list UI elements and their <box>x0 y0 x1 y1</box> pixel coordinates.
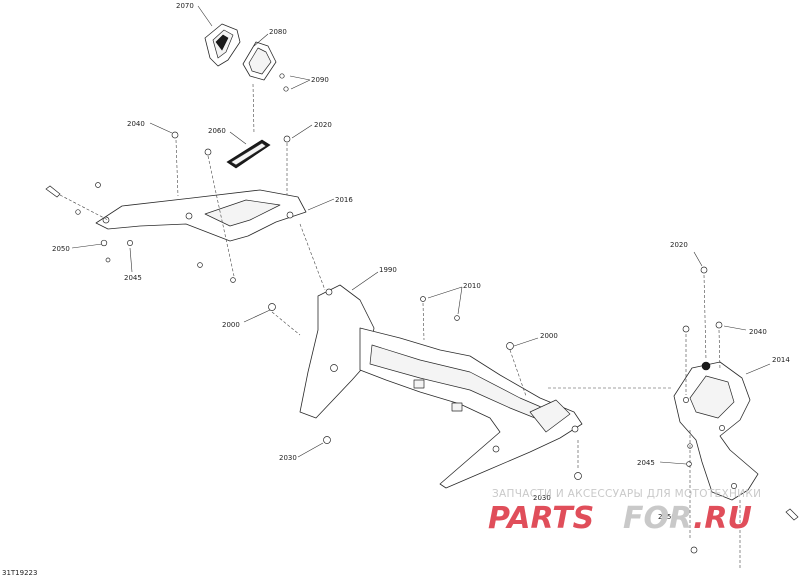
callout-2060: 2060 <box>208 127 226 135</box>
callout-1990: 1990 <box>379 266 397 274</box>
callout-2014: 2014 <box>772 356 790 364</box>
watermark-brand-parts: PARTS <box>488 501 594 536</box>
callout-2000: 2000 <box>540 332 558 340</box>
hardware-center <box>268 296 582 480</box>
callout-2090: 2090 <box>311 76 329 84</box>
callout-2050: 2050 <box>52 245 70 253</box>
callout-2070: 2070 <box>176 2 194 10</box>
callout-2030: 2030 <box>279 454 297 462</box>
callout-2030: 2030 <box>533 494 551 502</box>
hardware-left <box>45 131 291 283</box>
callout-2020: 2020 <box>314 121 332 129</box>
part-2080-cover <box>242 41 277 81</box>
watermark-tagline: ЗАПЧАСТИ И АКСЕССУАРЫ ДЛЯ МОТОТЕХНИКИ <box>492 488 761 500</box>
part-1990-frame <box>299 284 583 489</box>
part-2060-pad <box>226 139 271 169</box>
callout-2010: 2010 <box>463 282 481 290</box>
watermark: ЗАПЧАСТИ И АКСЕССУАРЫ ДЛЯ МОТОТЕХНИКИ PA… <box>488 488 761 536</box>
callout-labels: 2070 2080 2090 2040 2060 2020 2016 2050 … <box>52 2 790 521</box>
figure-code: 31T19223 <box>2 569 37 577</box>
callout-2000: 2000 <box>222 321 240 329</box>
callout-2040: 2040 <box>127 120 145 128</box>
part-2070-cover <box>204 23 241 67</box>
callout-2016: 2016 <box>335 196 353 204</box>
watermark-brand-for: FOR <box>623 501 692 536</box>
callout-2080: 2080 <box>269 28 287 36</box>
part-2090-screws <box>279 73 289 92</box>
callout-2040: 2040 <box>749 328 767 336</box>
watermark-brand-ru: .RU <box>693 501 752 536</box>
part-2016-bracket <box>95 189 307 242</box>
callout-2045: 2045 <box>637 459 655 467</box>
callout-2050: 2050 <box>658 513 676 521</box>
callout-2045: 2045 <box>124 274 142 282</box>
callout-2020: 2020 <box>670 241 688 249</box>
part-2014-bracket <box>673 361 759 501</box>
